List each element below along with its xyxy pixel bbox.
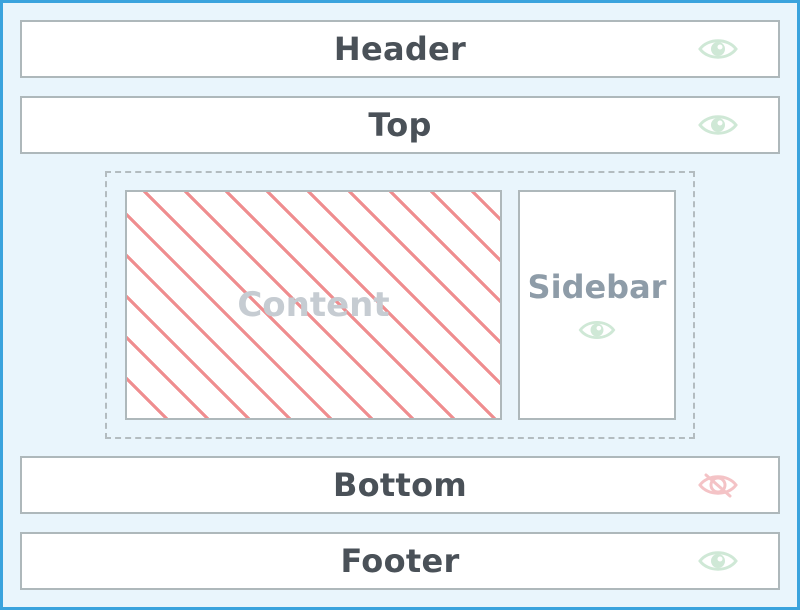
- eye-icon[interactable]: [698, 36, 738, 62]
- sidebar-region[interactable]: Sidebar: [518, 190, 676, 420]
- content-region[interactable]: Content: [125, 190, 502, 420]
- footer-label: Footer: [340, 542, 460, 580]
- eye-off-icon[interactable]: [698, 472, 738, 498]
- sidebar-label: Sidebar: [527, 268, 667, 306]
- bottom-label: Bottom: [332, 466, 468, 504]
- header-label: Header: [333, 30, 467, 68]
- top-label: Top: [368, 106, 432, 144]
- content-label: Content: [237, 285, 390, 325]
- eye-icon[interactable]: [698, 112, 738, 138]
- header-region[interactable]: Header: [20, 20, 780, 78]
- footer-region[interactable]: Footer: [20, 532, 780, 590]
- main-area-container: [105, 171, 695, 439]
- eye-icon[interactable]: [698, 548, 738, 574]
- eye-icon[interactable]: [578, 318, 616, 342]
- bottom-region[interactable]: Bottom: [20, 456, 780, 514]
- top-region[interactable]: Top: [20, 96, 780, 154]
